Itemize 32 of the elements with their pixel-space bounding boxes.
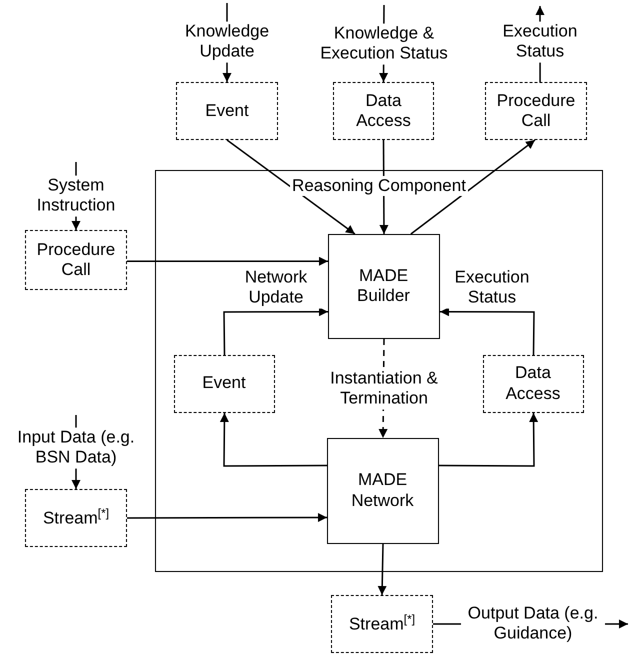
arrow [127,513,327,522]
arrow [127,256,328,266]
arrow [220,413,327,467]
node-label: Event [202,373,246,394]
dashed-box [485,82,587,140]
node-label: Data Access [504,363,562,404]
node-label: Procedure Call [496,90,576,132]
dashed-box [176,82,278,140]
dashed-box [333,82,434,140]
process-box [328,234,440,338]
arrow [439,413,538,467]
dashed-box [25,489,127,547]
component-frame [155,170,603,572]
node-label: Procedure Call [36,240,116,280]
dashed-box [174,354,274,412]
arrow [226,139,356,235]
dashed-box [25,230,127,290]
node-label: Event [205,100,249,122]
dashed-box [331,595,433,653]
edge-label: Output Data (e.g. Guidance) [461,604,605,644]
dashed-box [482,354,584,412]
arrow [223,307,328,355]
frame-heading: Reasoning Component [290,176,468,196]
arrow [440,307,535,355]
node-label: MADE Builder [356,266,411,306]
arrow [410,139,536,235]
node-label: Stream$^{[*]}$ [348,612,416,636]
node-label: Data Access [355,90,412,132]
node-label: MADE Network [350,470,415,511]
arrow [378,544,387,596]
process-box [326,438,438,544]
node-label: Stream$^{[*]}$ [42,506,110,530]
